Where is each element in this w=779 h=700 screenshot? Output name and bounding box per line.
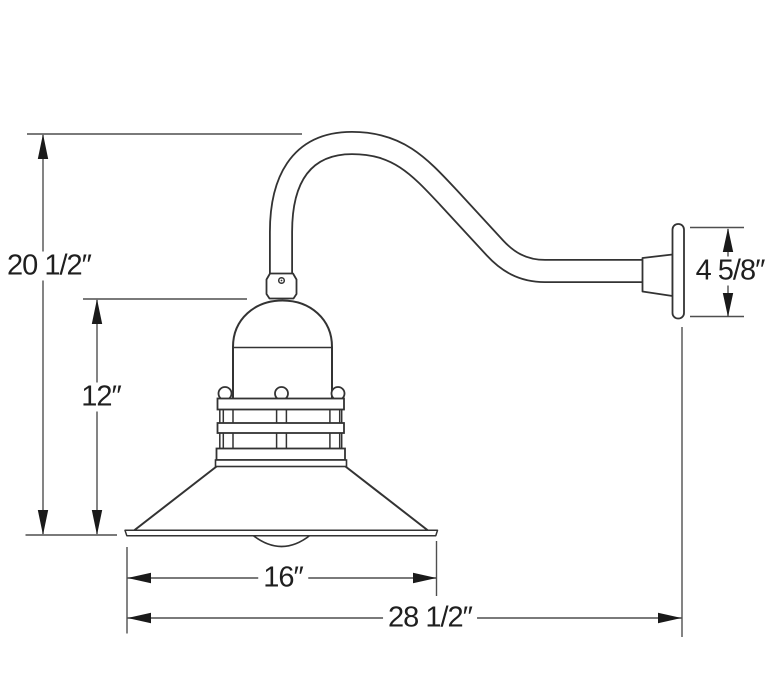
dim-arrow bbox=[413, 572, 437, 584]
dim-arrow bbox=[91, 299, 103, 324]
lamp-head bbox=[124, 272, 439, 548]
dim-arrow bbox=[658, 612, 682, 624]
label-overall-height: 20 1/2″ bbox=[2, 251, 96, 281]
dim-arrow bbox=[37, 510, 49, 535]
set-screw-center bbox=[280, 279, 283, 282]
label-backplate-height: 4 5/8″ bbox=[690, 256, 770, 286]
dim-fixture-height bbox=[83, 298, 247, 535]
dim-overall-projection bbox=[127, 327, 683, 637]
cone-right-edge bbox=[344, 465, 429, 532]
shade-neck-lip bbox=[214, 459, 348, 468]
dim-arrow bbox=[91, 510, 103, 535]
dim-arrow bbox=[722, 228, 734, 252]
dim-backplate-height bbox=[690, 226, 744, 318]
dim-arrow bbox=[37, 134, 49, 159]
label-overall-projection: 28 1/2″ bbox=[383, 603, 477, 633]
dim-arrow bbox=[127, 572, 151, 584]
dim-arrow bbox=[127, 612, 151, 624]
shade-cone bbox=[133, 465, 429, 532]
stem-ferrule bbox=[265, 272, 298, 300]
guard-middle-ring bbox=[216, 422, 345, 434]
dome-housing bbox=[232, 299, 333, 400]
guard-top-band bbox=[216, 397, 345, 411]
label-fixture-height: 12″ bbox=[76, 382, 126, 412]
shade-brim bbox=[124, 529, 439, 537]
label-shade-diameter: 16″ bbox=[258, 563, 308, 593]
cone-left-edge bbox=[133, 465, 218, 532]
dim-overall-height bbox=[27, 133, 302, 535]
gooseneck-arm bbox=[269, 130, 644, 283]
dim-arrow bbox=[722, 293, 734, 317]
bulb-arc bbox=[252, 534, 311, 548]
arm-body bbox=[270, 132, 644, 282]
mount-collar bbox=[641, 253, 674, 297]
guard-bottom-band bbox=[215, 447, 346, 461]
wall-backplate bbox=[671, 223, 685, 320]
